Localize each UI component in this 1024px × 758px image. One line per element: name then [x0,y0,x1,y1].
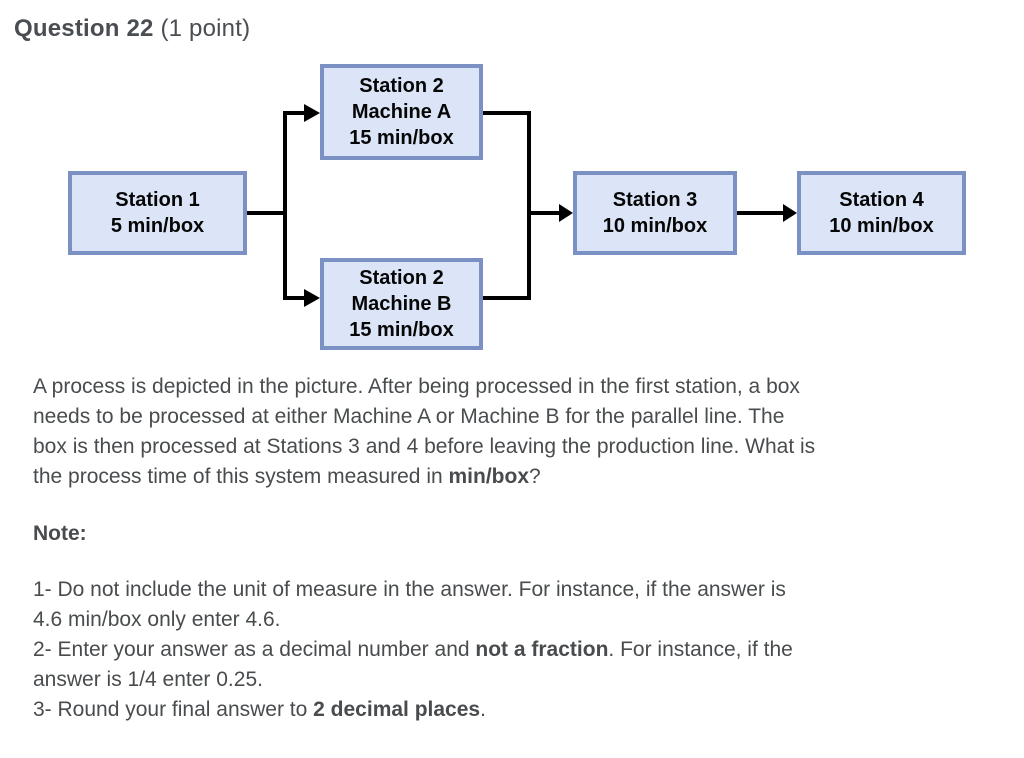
node-station2-machine-b: Station 2 Machine B 15 min/box [320,258,483,350]
node-station2-machine-a: Station 2 Machine A 15 min/box [320,64,483,160]
note-line: 1- Do not include the unit of measure in… [33,578,786,601]
arrowhead-to-station4 [783,204,797,222]
question-text-line: the process time of this system measured… [33,465,541,488]
notes-list: 1- Do not include the unit of measure in… [33,575,793,725]
node-label-line: 10 min/box [602,215,708,237]
note-line: 2- Enter your answer as a decimal number… [33,638,793,661]
note-line: 4.6 min/box only enter 4.6. [33,608,281,631]
node-label-line: 15 min/box [349,319,454,341]
question-text: A process is depicted in the picture. Af… [33,372,815,492]
question-text-line: A process is depicted in the picture. Af… [33,375,800,398]
question-text-line: needs to be processed at either Machine … [33,405,785,428]
note-line: answer is 1/4 enter 0.25. [33,668,263,691]
node-label-line: Station 3 [612,189,698,211]
node-label-line: Station 4 [839,189,924,211]
node-label-line: 15 min/box [349,127,454,149]
node-label-line: Station 1 [115,189,200,211]
question-title: Question 22 (1 point) [14,15,251,42]
node-label-line: Machine B [351,293,452,315]
node-station4: Station 4 10 min/box [797,171,966,255]
note-heading: Note: [33,522,87,545]
node-label-line: 10 min/box [829,215,934,237]
question-text-line: box is then processed at Stations 3 and … [33,435,816,458]
arrowhead-to-machine-a [304,104,320,122]
arrowhead-to-station3 [559,204,573,222]
node-station1: Station 1 5 min/box [68,171,247,255]
node-label-line: Station 2 [359,267,444,289]
node-station3: Station 3 10 min/box [573,171,737,255]
node-label-line: 5 min/box [110,215,205,237]
note-line: 3- Round your final answer to 2 decimal … [33,698,486,721]
process-flow-diagram: Station 1 5 min/box Station 2 Machine A … [0,55,1024,355]
flow-arrow-lines [247,104,797,307]
arrowhead-to-machine-b [304,289,320,307]
node-label-line: Station 2 [359,75,444,97]
node-label-line: Machine A [351,101,452,123]
